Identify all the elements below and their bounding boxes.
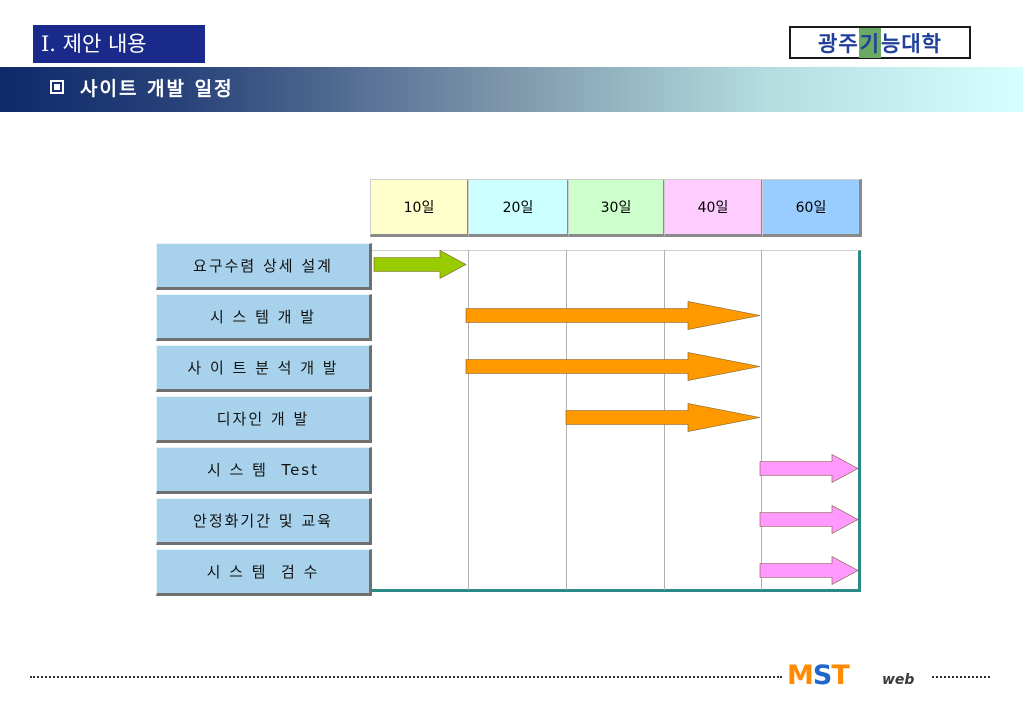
task-label-2: 사 이 트 분 석 개 발 [156,345,372,392]
logo-text-pre: 광주 [818,31,859,56]
logo-text-post: 능대학 [881,31,942,56]
schedule-arrow-6 [759,555,859,586]
footer-divider-right [932,676,990,678]
grid-divider-0 [468,250,469,590]
task-label-0: 요구수렴 상세 설계 [156,243,372,290]
task-label-6: 시 스 템 검 수 [156,549,372,596]
task-label-1: 시 스 템 개 발 [156,294,372,341]
schedule-arrow-3 [565,403,761,432]
title-bar: 사이트 개발 일정 [0,67,1023,112]
schedule-arrow-0 [373,249,467,280]
schedule-grid [371,250,861,592]
section-title: I. 제안 내용 [33,25,205,63]
task-label-3: 디자인 개 발 [156,396,372,443]
task-label-4: 시 스 템 Test [156,447,372,494]
task-label-5: 안정화기간 및 교육 [156,498,372,545]
page-title: 사이트 개발 일정 [80,78,234,100]
column-header-2: 30일 [568,179,666,237]
column-header-0: 10일 [370,179,470,237]
schedule-arrow-4 [759,453,859,484]
schedule-arrow-1 [465,301,761,330]
logo-text-highlight: 기 [858,27,881,58]
grid-divider-3 [761,250,762,590]
mst-logo-text: MST [787,660,850,691]
column-header-4: 60일 [762,179,862,237]
column-header-3: 40일 [664,179,764,237]
mst-web-logo: MST web [787,661,929,691]
square-bullet-icon [50,80,64,94]
schedule-arrow-5 [759,504,859,535]
footer-divider-left [30,676,782,678]
web-logo-text: web [882,672,915,688]
schedule-arrow-2 [465,352,761,381]
